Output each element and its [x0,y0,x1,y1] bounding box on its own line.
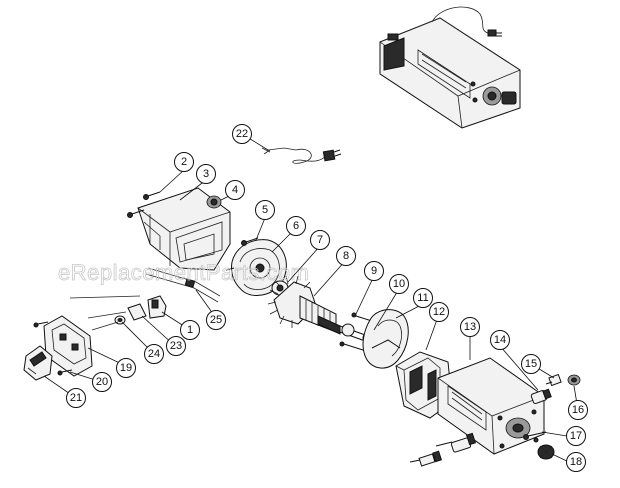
callout-9: 9 [364,261,384,281]
svg-text:14: 14 [494,334,506,346]
cap-16-illustration [567,374,581,386]
callout-15: 15 [521,354,541,374]
screw-2-illustration [143,191,161,200]
svg-text:8: 8 [343,250,349,262]
callout-21: 21 [66,388,86,408]
end-bell-illustration [225,237,287,296]
callout-2: 2 [174,152,194,172]
callout-22: 22 [232,124,252,144]
callout-4: 4 [225,180,245,200]
callout-8: 8 [336,246,356,266]
screw-left-illustration [127,209,145,218]
cord-bracket-25-illustration [145,267,221,303]
svg-text:3: 3 [203,168,209,180]
svg-text:17: 17 [570,430,582,442]
brush-holder-14-illustration [530,388,552,405]
assembly-guide-lines [69,295,141,331]
switch-parts-bottom-illustration [409,432,477,467]
screw-17-illustration [523,431,547,440]
power-cord-illustration [261,147,342,164]
svg-text:24: 24 [148,348,160,360]
callout-3: 3 [196,164,216,184]
callout-24: 24 [144,344,164,364]
svg-text:11: 11 [417,292,428,304]
callout-23: 23 [166,336,186,356]
svg-text:4: 4 [232,184,238,196]
svg-text:18: 18 [570,456,582,468]
callout-20: 20 [92,372,112,392]
svg-text:16: 16 [572,404,584,416]
baffle-11-illustration [362,309,409,369]
switch-1-illustration [147,295,167,319]
switch-housing-illustration [137,187,231,271]
callout-14: 14 [490,330,510,350]
svg-text:7: 7 [317,234,323,246]
switch-box-21-illustration [23,345,53,381]
svg-text:22: 22 [236,128,248,140]
callout-11: 11 [413,288,433,308]
assembled-motor-illustration [379,6,521,129]
svg-text:12: 12 [433,306,445,318]
svg-text:20: 20 [96,376,108,388]
callout-5: 5 [255,200,275,220]
knob-18-illustration [537,444,555,460]
callout-1: 1 [180,320,200,340]
svg-text:9: 9 [371,265,377,277]
callout-10: 10 [389,274,409,294]
callout-12: 12 [429,302,449,322]
svg-text:15: 15 [525,358,537,370]
svg-text:10: 10 [393,278,405,290]
svg-text:5: 5 [262,204,268,216]
callout-25: 25 [206,310,226,330]
svg-text:19: 19 [120,362,132,374]
callout-18: 18 [566,452,586,472]
svg-text:2: 2 [181,156,187,168]
callout-13: 13 [460,317,480,337]
svg-text:23: 23 [170,340,182,352]
svg-text:1: 1 [187,324,193,336]
knob-4-illustration [206,195,222,209]
clip-23-illustration [127,303,147,321]
svg-text:13: 13 [464,321,476,333]
callout-19: 19 [116,358,136,378]
callout-7: 7 [310,230,330,250]
svg-text:6: 6 [293,220,299,232]
svg-text:21: 21 [70,392,82,404]
callout-16: 16 [568,400,588,420]
screw-20-illustration [57,369,73,376]
callout-6: 6 [286,216,306,236]
motor-housing-illustration [437,357,545,455]
brush-15-illustration [545,373,562,387]
svg-text:25: 25 [210,314,222,326]
armature-illustration [267,275,369,343]
watermark-text: eReplacementParts.com [58,260,309,285]
callout-17: 17 [566,426,586,446]
